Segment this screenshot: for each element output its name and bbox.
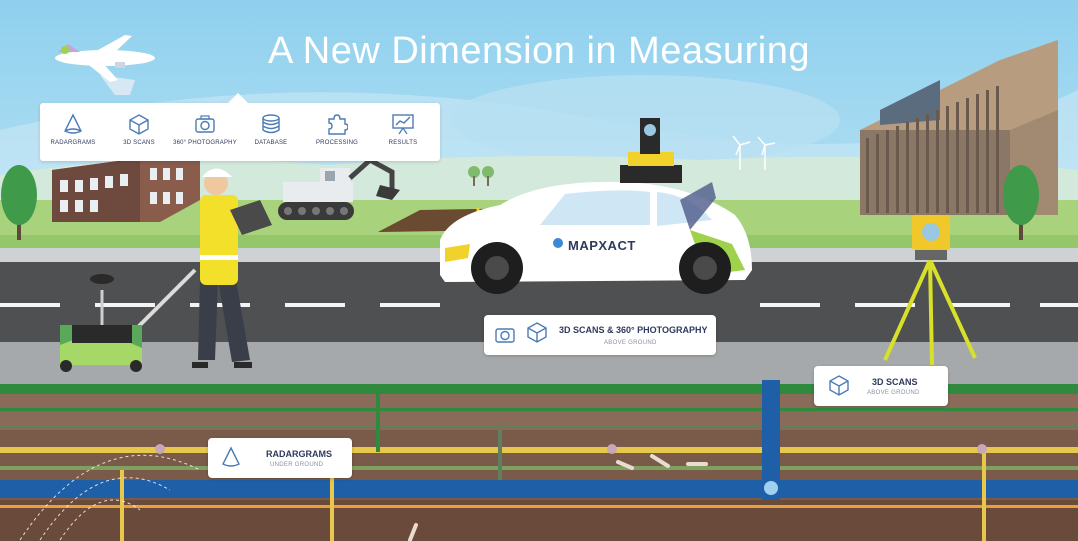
- cube-icon: [527, 322, 547, 343]
- tree-left: [1, 165, 37, 240]
- database-icon: [262, 114, 280, 134]
- toolbar-item-label: RESULTS: [388, 140, 418, 146]
- toolbar-item-radargrams[interactable]: RADARGRAMS: [40, 113, 106, 146]
- toolbar-item-processing[interactable]: PROCESSING: [304, 113, 370, 146]
- callout-title: 3D SCANS & 360° PHOTOGRAPHY: [559, 325, 708, 335]
- data-toolbar: RADARGRAMS 3D SCANS 360° PHOTOGRAPHY DAT…: [40, 93, 440, 161]
- cone-icon: [64, 113, 82, 134]
- camera-icon: [495, 328, 515, 343]
- toolbar-item-results[interactable]: RESULTS: [370, 113, 436, 146]
- cube-icon: [129, 114, 149, 135]
- toolbar-item-3d-scans[interactable]: 3D SCANS: [106, 113, 172, 146]
- brick-house: [52, 158, 200, 222]
- callout-subtitle: ABOVE GROUND: [867, 390, 920, 396]
- underground-pipes: [0, 380, 1078, 541]
- callout-car-scans: 3D SCANS & 360° PHOTOGRAPHY ABOVE GROUND: [484, 315, 716, 355]
- car-brand-logo: MAPXACT: [568, 238, 636, 253]
- toolbar-item-label: PROCESSING: [315, 140, 358, 146]
- chart-board-icon: [392, 114, 414, 135]
- surveyor-person: [128, 168, 272, 368]
- toolbar-item-label: 3D SCANS: [123, 140, 155, 146]
- callout-tripod-scans: 3D SCANS ABOVE GROUND: [814, 366, 948, 406]
- radar-waves: [19, 454, 201, 541]
- toolbar-item-label: RADARGRAMS: [50, 140, 96, 146]
- cube-icon: [829, 375, 849, 396]
- callout-subtitle: ABOVE GROUND: [604, 340, 657, 346]
- wind-turbines: [732, 135, 776, 170]
- toolbar-item-360-photography[interactable]: 360° PHOTOGRAPHY: [172, 113, 238, 146]
- cone-icon: [222, 446, 240, 467]
- page-title: A New Dimension in Measuring: [267, 30, 810, 72]
- lane-markings: [0, 303, 1078, 307]
- toolbar-item-label: 360° PHOTOGRAPHY: [173, 140, 237, 146]
- callout-radargrams: RADARGRAMS UNDER GROUND: [208, 438, 352, 478]
- airplane: [55, 35, 155, 95]
- callout-title: 3D SCANS: [872, 377, 918, 387]
- mapxact-car: [440, 118, 752, 294]
- grass-edge: [0, 384, 1078, 394]
- bones: [408, 454, 708, 541]
- excavator: [278, 156, 400, 220]
- callout-subtitle: UNDER GROUND: [270, 462, 324, 468]
- tree-right: [1003, 165, 1039, 240]
- callout-title: RADARGRAMS: [266, 449, 332, 459]
- toolbar-item-label: DATABASE: [254, 140, 288, 146]
- camera-icon: [195, 115, 215, 133]
- puzzle-icon: [328, 114, 348, 135]
- toolbar-item-database[interactable]: DATABASE: [238, 113, 304, 146]
- tripod-scanner: [883, 215, 977, 366]
- small-trees: [468, 166, 494, 186]
- gpr-cart: [60, 274, 142, 372]
